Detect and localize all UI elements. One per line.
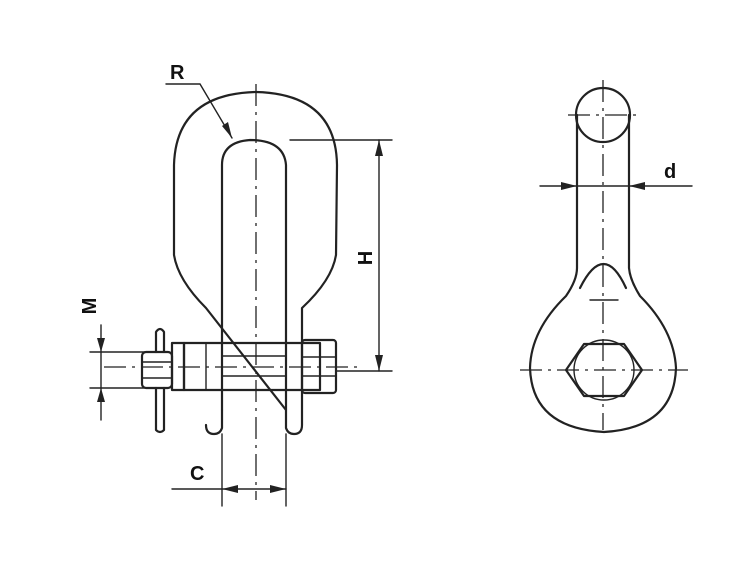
thickness-label: d [664,161,676,183]
side-view [520,80,688,434]
opening-label: C [190,463,204,485]
thread-label: M [79,298,101,315]
radius-leader-arrow [222,122,232,138]
opening-arrow-right [270,485,286,493]
thickness-arrow-left [561,182,577,190]
side-eye-tip [578,262,628,290]
radius-label: R [170,62,185,84]
radius-leader-line [165,83,233,139]
height-label: H [355,251,377,265]
thread-arrow-top [97,338,105,352]
nut-washer [140,350,174,390]
opening-arrow-left [222,485,238,493]
dimension-h: H [289,139,393,372]
thread-arrow-bottom [97,388,105,402]
shackle-inner-opening [220,138,288,412]
dimension-d: d [539,161,693,190]
dimension-m: M [79,298,151,421]
dimension-c: C [171,433,287,507]
height-arrow-bottom [375,355,383,371]
dimension-r: R [165,62,233,139]
thickness-arrow-right [629,182,645,190]
side-profile-outline [528,113,678,434]
height-arrow-top [375,140,383,156]
front-view [104,84,360,500]
shackle-outer-outline [172,90,339,436]
cotter-pin [154,327,166,434]
